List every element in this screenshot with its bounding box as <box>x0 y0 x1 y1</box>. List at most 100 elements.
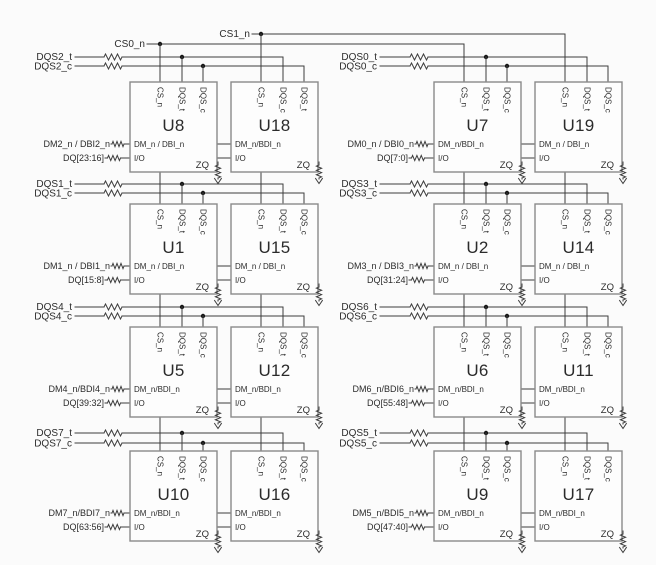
resistor-icon <box>619 286 627 301</box>
dm-ext-label: DM6_n/BDI6_n <box>352 384 414 394</box>
dq-ext-label: DQ[39:32] <box>63 398 104 408</box>
ground-icon <box>314 422 324 430</box>
chip-U6-box <box>433 326 522 418</box>
resistor-icon <box>410 276 426 284</box>
top-pin-label: CS_n <box>156 209 165 229</box>
chip-U7-box <box>433 81 522 173</box>
zq-pin-label: ZQ <box>297 405 310 416</box>
dqs-c-net-label: DQS7_c <box>34 439 72 450</box>
top-pin-label: DQS_t <box>583 87 592 112</box>
top-pin-label: CS_n <box>257 87 266 107</box>
dq-ext-label: DQ[63:56] <box>63 522 104 532</box>
dm-pin-label: DM_n/BDI_n <box>235 385 281 394</box>
io-pin-label: I/O <box>235 276 246 285</box>
dqs-t-net-label: DQS0_t <box>341 52 377 63</box>
zq-pin-label: ZQ <box>297 529 310 540</box>
top-pin-label: DQS_c <box>503 332 512 358</box>
resistor-icon <box>315 409 323 424</box>
top-pin-label: DQS_c <box>604 209 613 235</box>
resistor-icon <box>409 302 429 312</box>
chip-name-label: U15 <box>258 238 290 257</box>
top-pin-label: DQS_c <box>279 87 288 113</box>
dq-ext-label: DQ[55:48] <box>367 398 408 408</box>
resistor-icon <box>409 438 429 448</box>
top-pin-label: DQS_t <box>178 209 187 234</box>
top-pin-label: DQS_t <box>583 332 592 357</box>
chip-U18-box <box>230 81 319 173</box>
resistor-icon <box>315 286 323 301</box>
chip-name-label: U10 <box>157 485 189 504</box>
ground-icon <box>213 546 223 554</box>
resistor-icon <box>409 52 429 62</box>
chip-U12-box <box>230 326 319 418</box>
resistor-icon <box>415 385 429 393</box>
resistor-icon <box>409 188 429 198</box>
chip-name-label: U11 <box>563 361 594 380</box>
chip-name-label: U14 <box>562 238 594 257</box>
io-pin-label: I/O <box>539 523 550 532</box>
resistor-icon <box>518 286 526 301</box>
zq-pin-label: ZQ <box>196 529 209 540</box>
io-pin-label: I/O <box>438 523 449 532</box>
dm-pin-label: DM_n / DBI_n <box>134 140 184 149</box>
top-pin-label: CS_n <box>156 87 165 107</box>
dm-pin-label: DM_n/BDI_n <box>438 385 484 394</box>
chip-U1-box <box>129 203 218 295</box>
resistor-icon <box>106 399 122 407</box>
chip-name-label: U12 <box>258 361 290 380</box>
dqs-t-net-label: DQS2_t <box>36 52 72 63</box>
chip-U14-box <box>534 203 623 295</box>
dqs-c-net-label: DQS6_c <box>339 312 377 323</box>
dq-ext-label: DQ[15:8] <box>68 275 104 285</box>
io-pin-label: I/O <box>539 399 550 408</box>
resistor-icon <box>106 276 122 284</box>
top-pin-label: CS_n <box>460 332 469 352</box>
resistor-icon <box>518 164 526 179</box>
chip-name-label: U9 <box>466 485 488 504</box>
ground-icon <box>517 422 527 430</box>
resistor-icon <box>315 533 323 548</box>
resistor-icon <box>409 311 429 321</box>
resistor-icon <box>415 509 429 517</box>
dm-ext-label: DM3_n / DBI3_n <box>347 261 414 271</box>
top-pin-label: DQS_t <box>583 209 592 234</box>
chip-U19-box <box>534 81 623 173</box>
dm-pin-label: DM_n/BDI_n <box>539 385 585 394</box>
dqs-c-net-label: DQS4_c <box>34 312 72 323</box>
top-pin-label: DQS_t <box>583 456 592 481</box>
io-pin-label: I/O <box>235 523 246 532</box>
resistor-icon <box>214 533 222 548</box>
resistor-icon <box>103 428 123 438</box>
top-pin-label: DQS_c <box>199 456 208 482</box>
dm-ext-label: DM7_n/BDI7_n <box>48 508 110 518</box>
zq-pin-label: ZQ <box>601 160 614 171</box>
ground-icon <box>314 177 324 185</box>
dqs-t-net-label: DQS7_t <box>36 428 72 439</box>
top-pin-label: CS_n <box>561 209 570 229</box>
resistor-icon <box>103 52 123 62</box>
resistor-icon <box>410 399 426 407</box>
resistor-icon <box>111 262 125 270</box>
resistor-icon <box>111 509 125 517</box>
zq-pin-label: ZQ <box>196 405 209 416</box>
dm-pin-label: DM_n / DBI_n <box>438 262 488 271</box>
zq-pin-label: ZQ <box>500 405 513 416</box>
top-pin-label: DQS_t <box>279 456 288 481</box>
top-pin-label: DQS_t <box>482 87 491 112</box>
zq-pin-label: ZQ <box>601 282 614 293</box>
resistor-icon <box>214 409 222 424</box>
top-pin-label: DQS_c <box>503 209 512 235</box>
top-pin-label: CS_n <box>156 456 165 476</box>
resistor-icon <box>619 164 627 179</box>
ground-icon <box>618 177 628 185</box>
cs0-net-label: CS0_n <box>114 39 145 50</box>
top-pin-label: CS_n <box>156 332 165 352</box>
dqs-t-net-label: DQS4_t <box>36 302 72 313</box>
top-pin-label: CS_n <box>561 332 570 352</box>
io-pin-label: I/O <box>438 399 449 408</box>
top-pin-label: DQS_c <box>300 456 309 482</box>
chip-U2-box <box>433 203 522 295</box>
resistor-icon <box>111 385 125 393</box>
